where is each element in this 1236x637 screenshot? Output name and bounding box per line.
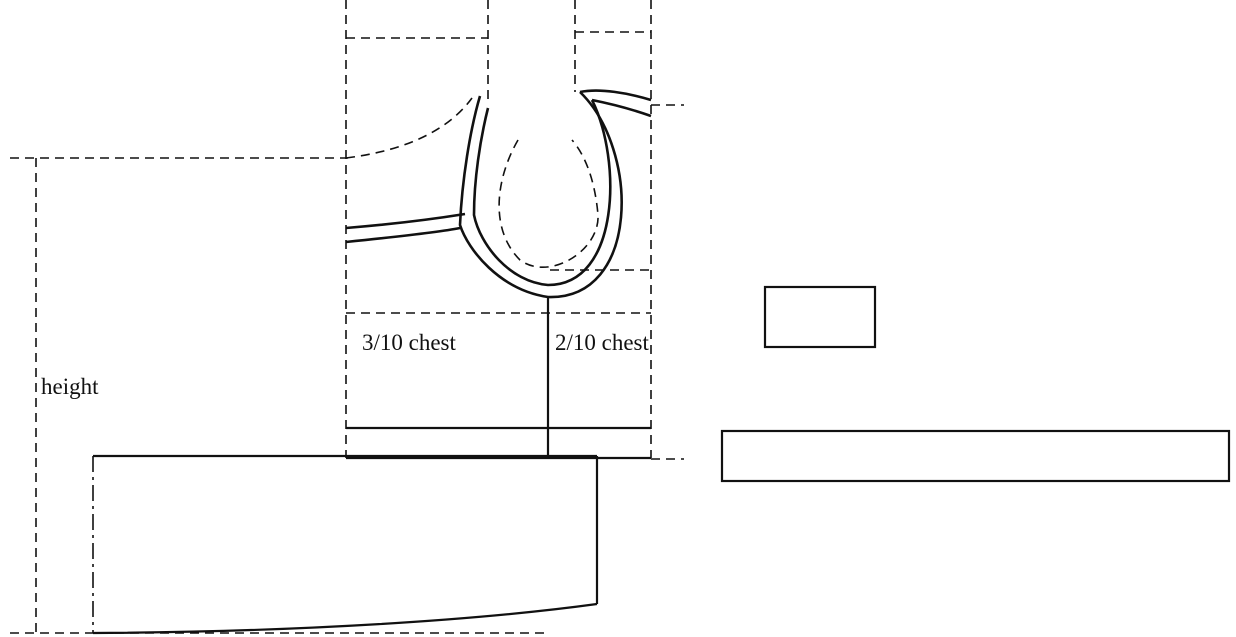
front-neck-upper-line	[345, 212, 466, 230]
armhole	[458, 89, 652, 299]
height-label: height	[41, 374, 99, 399]
bodice-frame	[345, 0, 684, 460]
back-shoulder-inner-line	[591, 98, 652, 118]
pocket-piece	[763, 285, 877, 349]
front-width-label: 3/10 chest	[362, 330, 457, 355]
lower-bodice	[346, 297, 651, 460]
back-width-label: 2/10 chest	[555, 330, 650, 355]
armhole-inner-curve	[472, 99, 612, 287]
sleeve-head-dashed-loop	[498, 139, 599, 268]
waistband-piece	[720, 429, 1231, 483]
skirt-panel	[92, 454, 599, 635]
front-neckline	[345, 97, 473, 244]
skirt-hem-curve	[92, 602, 598, 635]
armhole-outer-curve	[458, 91, 623, 299]
front-neck-lower-line	[345, 226, 461, 244]
back-shoulder-line	[579, 89, 652, 102]
original-neck-curve	[345, 97, 473, 159]
height-guide	[10, 157, 548, 634]
